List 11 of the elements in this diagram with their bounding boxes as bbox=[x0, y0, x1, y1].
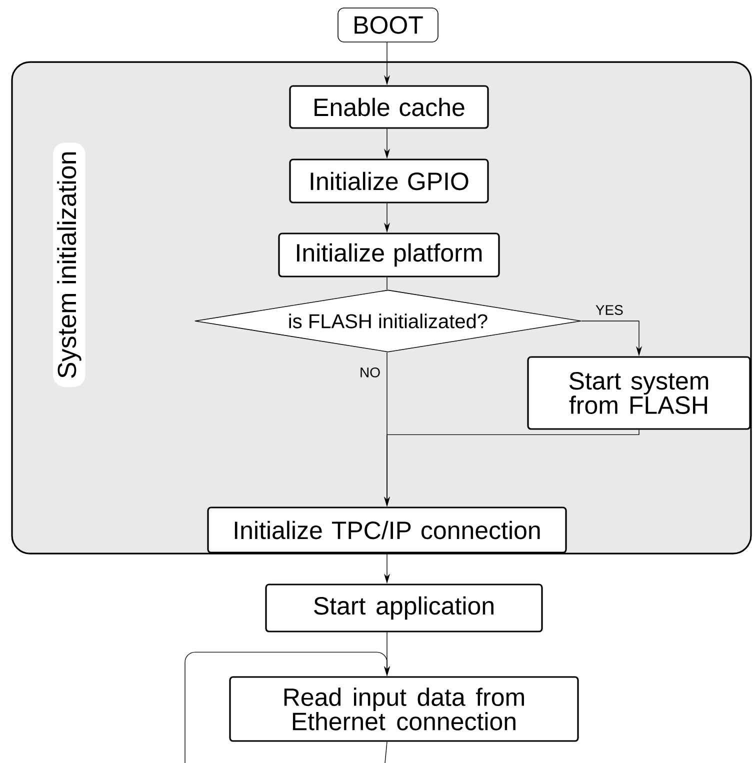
process-box: Initialize platform bbox=[278, 232, 500, 278]
edge-label: YES bbox=[596, 305, 623, 315]
process-box: Initialize GPIO bbox=[289, 158, 489, 204]
process-box: Start system from FLASH bbox=[527, 356, 751, 430]
arrow bbox=[184, 652, 390, 763]
edge-label: NO bbox=[360, 367, 380, 378]
process-box: Start application bbox=[265, 584, 543, 632]
process-box: Initialize TPC/IP connection bbox=[207, 506, 567, 554]
group-title: System initialization bbox=[53, 142, 86, 387]
process-box: Enable cache bbox=[289, 85, 489, 129]
process-box: Read input data from Ethernet connection bbox=[229, 676, 579, 742]
